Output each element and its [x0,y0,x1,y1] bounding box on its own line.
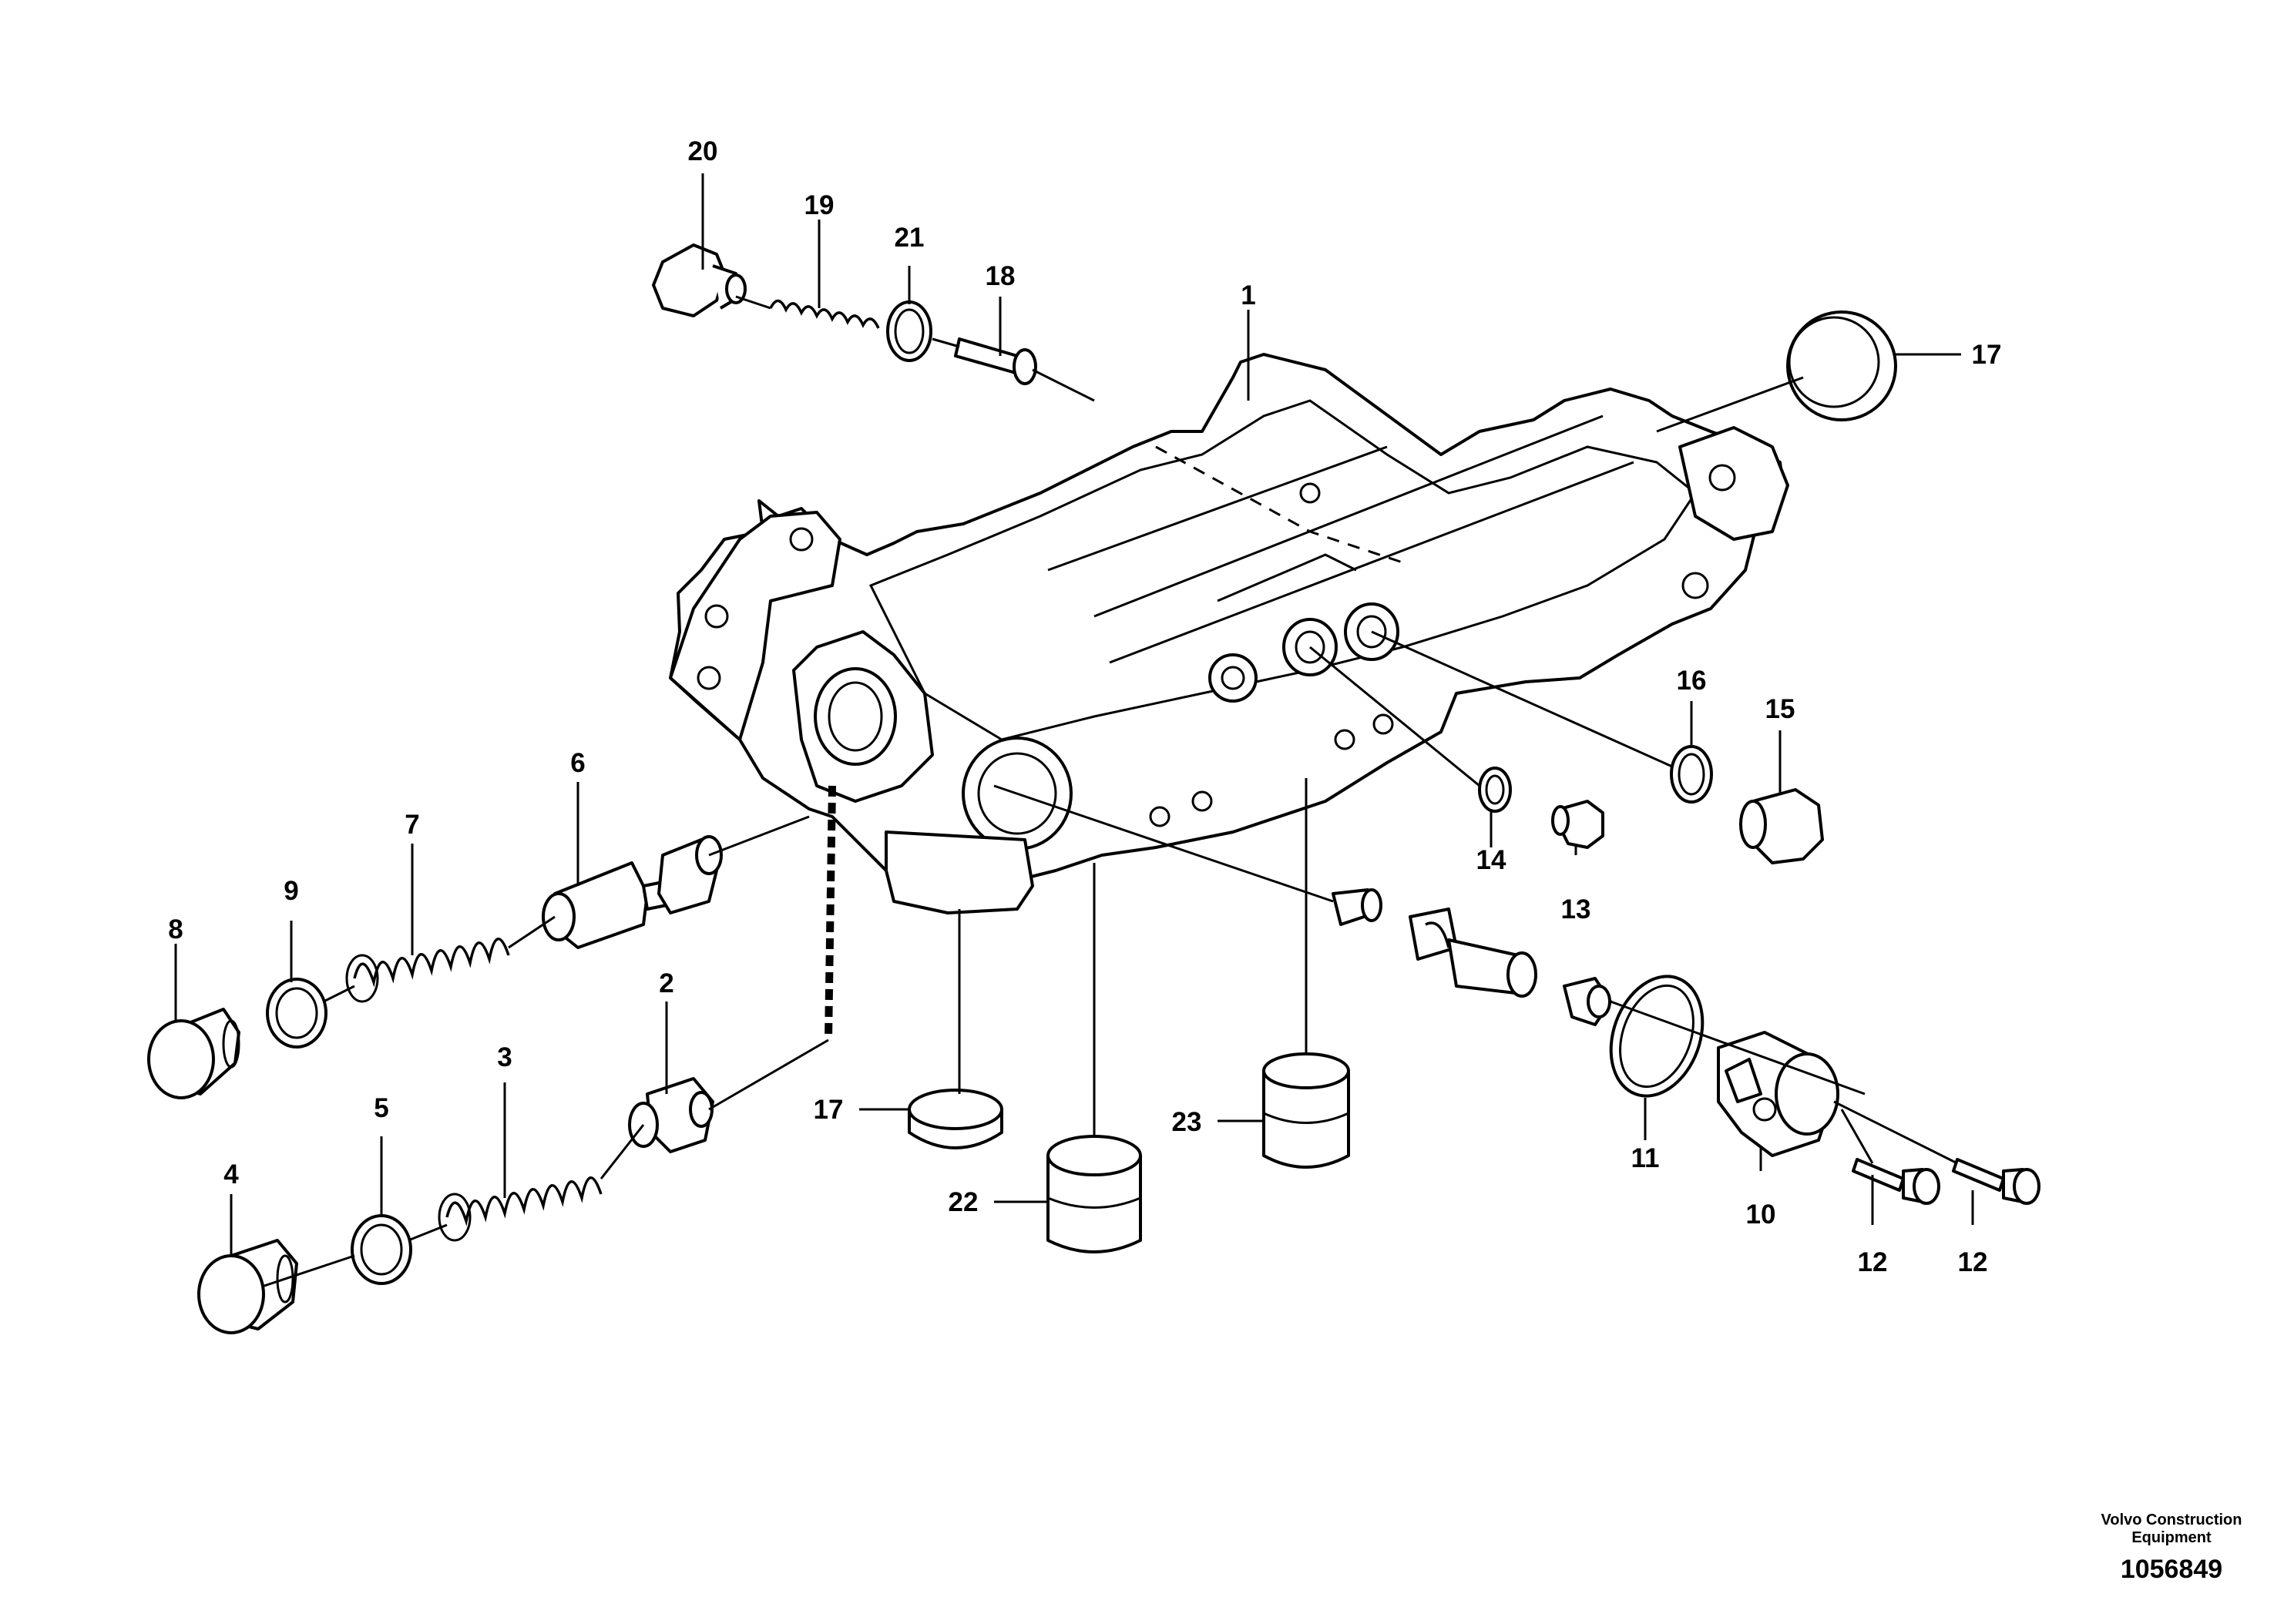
part-16-sealing-ring [1670,745,1713,804]
callout-10: 10 [1746,1200,1776,1230]
part-18-pin [954,337,1037,385]
callout-13: 13 [1561,894,1591,924]
callout-1: 1 [1241,280,1255,310]
callout-18: 18 [986,261,1016,291]
part-13-plug [1551,800,1604,849]
part-20-plug [652,243,747,317]
part-11-o-ring [1609,975,1705,1098]
part-23-bushing [1262,1052,1350,1169]
callout-15: 15 [1765,694,1795,724]
credit-company: Volvo Construction [2101,1512,2242,1528]
callout-3: 3 [497,1042,512,1072]
part-22-bushing [1046,1135,1142,1253]
callout-5: 5 [374,1093,388,1123]
callout-17-top: 17 [1972,340,2002,370]
part-12-bolt-b [1952,1158,2040,1205]
callout-12-left: 12 [1858,1247,1888,1277]
part-7-spring [345,938,510,1003]
callout-11: 11 [1631,1143,1660,1173]
part-10-sensor [1717,1031,1839,1157]
callout-9: 9 [284,876,298,906]
callout-2: 2 [659,968,673,998]
callout-labels: 20 19 21 18 1 17 16 15 6 7 9 8 14 13 2 3… [168,136,2001,1277]
part-15-plug [1739,788,1824,864]
part-4-plug [197,1239,298,1334]
callout-23: 23 [1172,1107,1202,1137]
callout-17-bottom: 17 [814,1095,844,1125]
part-19-spring [769,299,880,329]
callout-19: 19 [804,190,835,220]
credit-block: Volvo Construction Equipment 1056849 [2101,1512,2242,1584]
callout-6: 6 [570,748,585,778]
part-12-bolt-a [1852,1158,1940,1205]
part-17-cap-bottom [908,1089,1003,1149]
callout-16: 16 [1677,666,1707,696]
callout-22: 22 [949,1187,979,1217]
oil-pump-housing [669,353,1789,914]
leader-lines [174,173,1974,1288]
part-3-spring [438,1176,603,1242]
part-9-o-ring [266,978,327,1049]
callout-7: 7 [405,810,419,840]
part-6-valve-piston [542,835,723,949]
credit-division: Equipment [2131,1529,2212,1546]
callout-8: 8 [168,914,183,945]
section-indicator-line [825,785,836,1041]
callout-20: 20 [688,136,718,166]
part-21-o-ring [886,300,932,362]
part-14-sealing-ring [1478,767,1512,813]
part-17-cap-top [1786,310,1897,421]
part-8-plug [147,1008,240,1099]
part-2-valve-piston [628,1077,714,1153]
drawing-reference-number: 1056849 [2121,1555,2222,1584]
part-5-o-ring [351,1214,412,1285]
valve-assembly-right [1332,888,1612,1026]
callout-21: 21 [895,223,925,253]
callout-4: 4 [223,1159,239,1189]
callout-12-right: 12 [1958,1247,1988,1277]
callout-14: 14 [1476,845,1506,875]
